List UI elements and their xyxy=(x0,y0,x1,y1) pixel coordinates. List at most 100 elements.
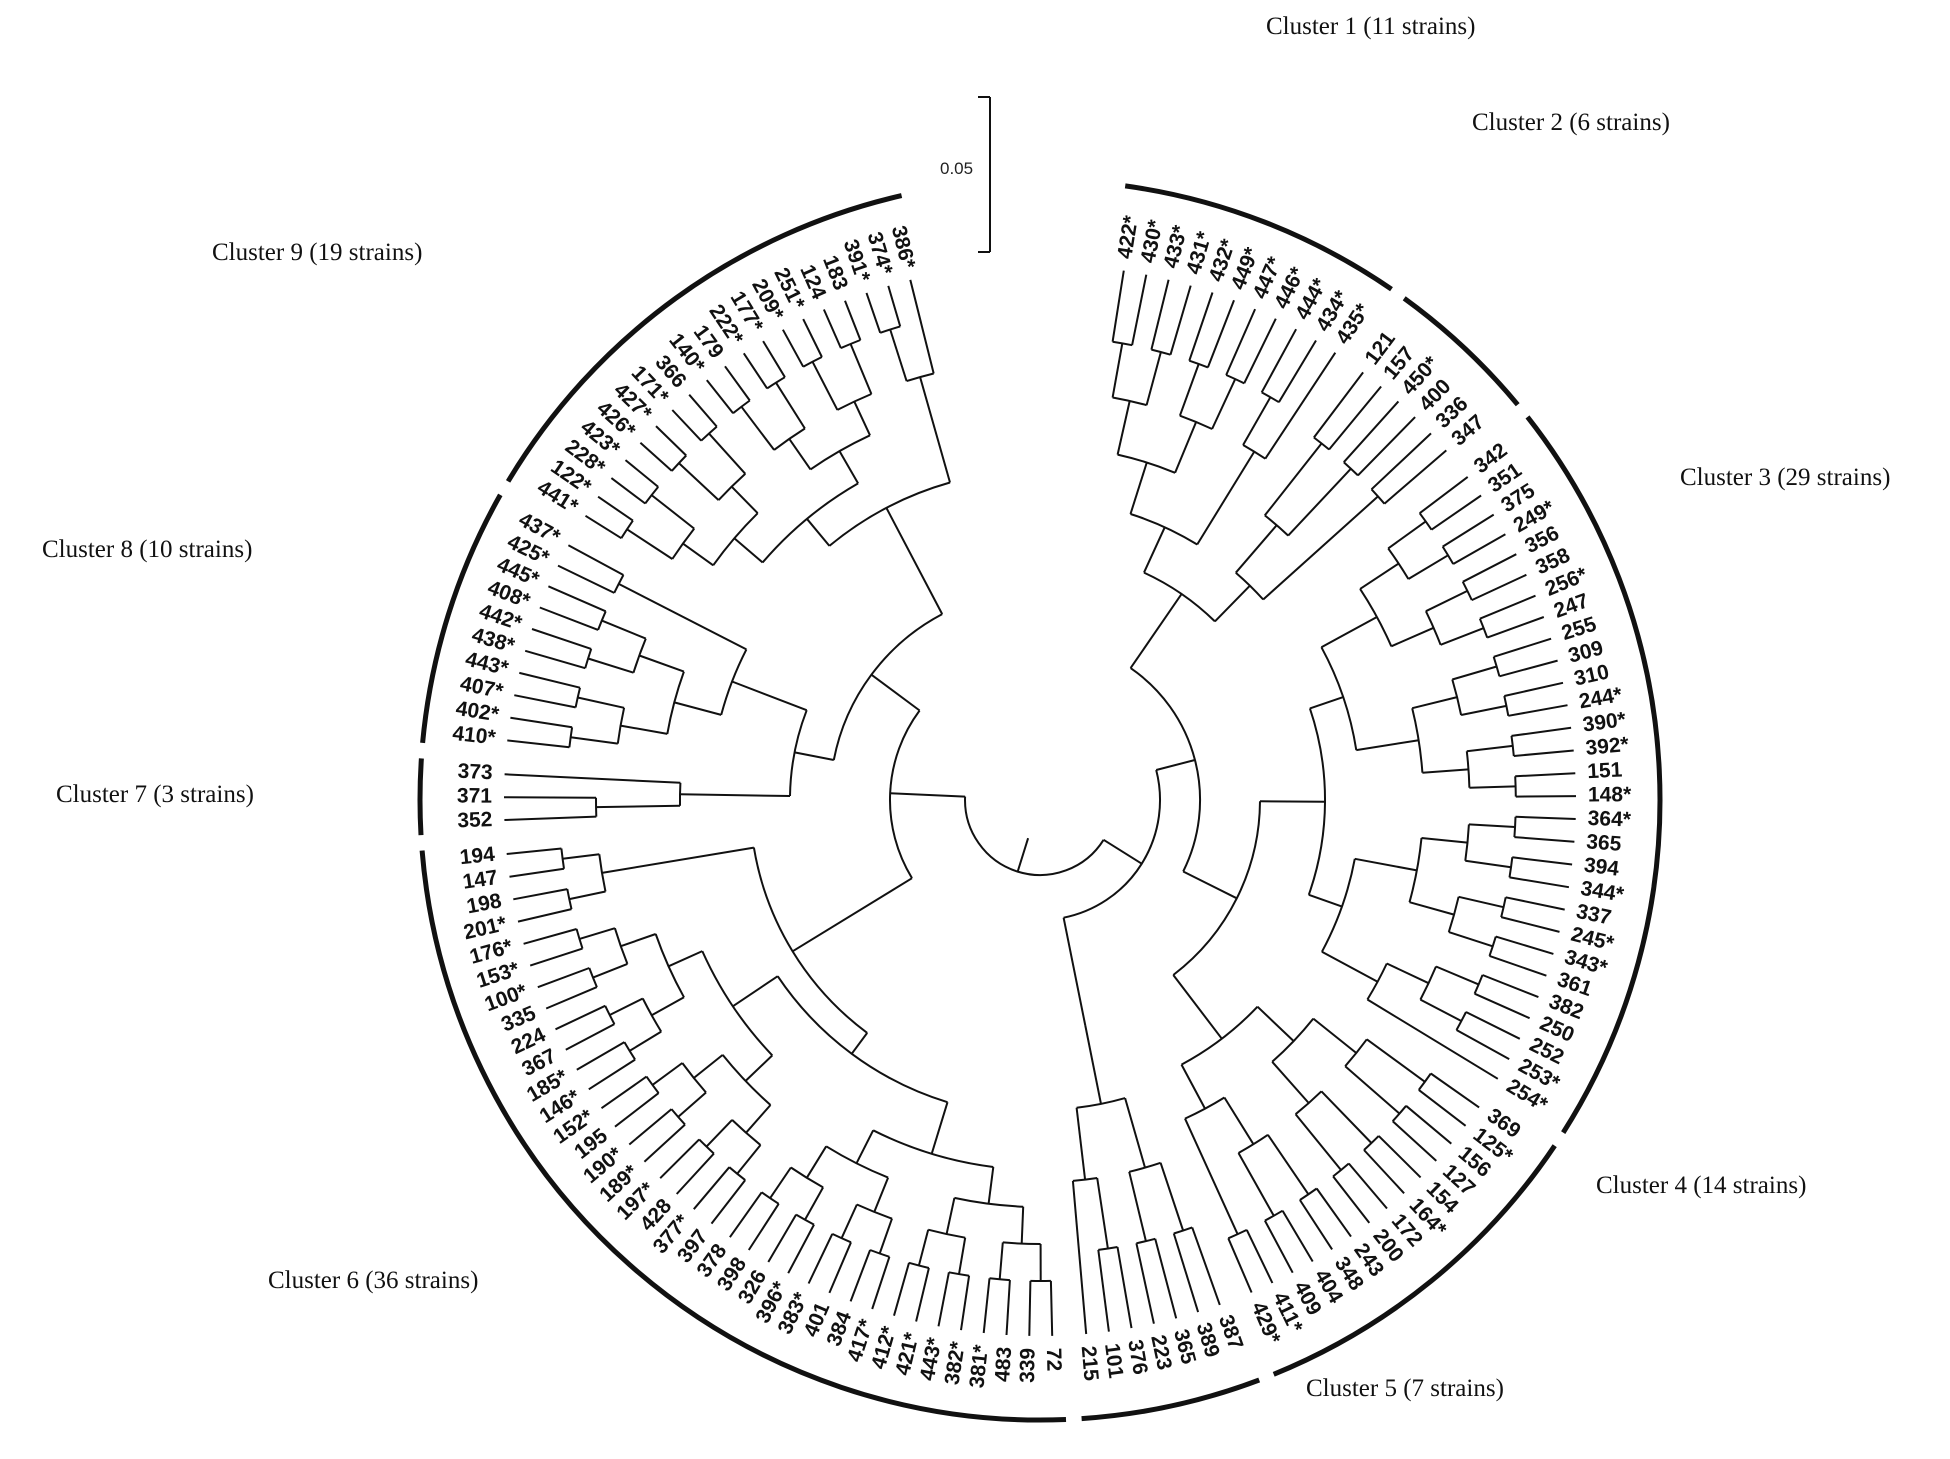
tree-branch-54 xyxy=(1182,870,1238,900)
tree-branch-369 xyxy=(655,425,687,457)
tree-branch-315 xyxy=(596,804,681,809)
tree-branch-211 xyxy=(1020,1206,1025,1244)
tree-branch-104 xyxy=(1308,893,1343,908)
tree-branch-90 xyxy=(1460,704,1507,716)
cluster-arc-6 xyxy=(419,850,1067,1423)
tree-branch-arc-323 xyxy=(666,671,685,735)
tree-branch-196 xyxy=(1096,1177,1109,1249)
tree-branch-3 xyxy=(1155,759,1196,771)
tree-branch-arc-312 xyxy=(789,709,808,797)
tree-branch-82 xyxy=(1356,739,1419,752)
tree-branch-arc-95 xyxy=(1465,751,1471,788)
leaf-label: 151 xyxy=(1587,758,1623,783)
tree-branch-42 xyxy=(1264,442,1323,517)
leaf-label: 410* xyxy=(451,722,497,750)
tree-branch-arc-206 xyxy=(776,975,948,1104)
tree-branch-124 xyxy=(1448,931,1494,948)
tree-branch-356 xyxy=(626,528,673,560)
tree-branch-359 xyxy=(597,495,634,522)
tree-branch-33 xyxy=(1242,396,1272,446)
tree-branch-328 xyxy=(507,739,570,749)
leaf-label: 394 xyxy=(1583,854,1621,881)
tree-branch-304 xyxy=(513,888,568,901)
tree-branch-132 xyxy=(1435,965,1479,986)
tree-branch-171 xyxy=(1315,1187,1352,1238)
tree-branch-299 xyxy=(601,846,755,874)
tree-branch-arc-268 xyxy=(681,1062,707,1094)
tree-branch-192 xyxy=(1154,1238,1178,1319)
tree-branch-89 xyxy=(1499,659,1558,678)
tree-branch-arc-375 xyxy=(809,434,871,471)
tree-branch-239 xyxy=(840,1204,858,1239)
tree-branch-231 xyxy=(855,1129,875,1164)
cluster-label-8: Cluster 8 (10 strains) xyxy=(42,536,252,563)
tree-branch-338 xyxy=(524,649,586,670)
tree-branch-297 xyxy=(529,947,583,967)
tree-branch-arc-274 xyxy=(645,1076,660,1094)
tree-branch-332 xyxy=(514,694,576,709)
leaf-label: 72 xyxy=(1042,1348,1066,1372)
tree-branch-340 xyxy=(601,619,647,640)
tree-branch-163 xyxy=(1348,1162,1388,1210)
tree-branch-66 xyxy=(1419,476,1469,514)
tree-branch-arc-341 xyxy=(597,610,607,631)
tree-branch-108 xyxy=(1421,837,1468,844)
tree-branch-92 xyxy=(1504,681,1564,697)
leaf-label: 194 xyxy=(459,843,496,869)
tree-branch-arc-383 xyxy=(766,376,786,390)
tree-branch-201 xyxy=(890,792,966,798)
cluster-label-4: Cluster 4 (14 strains) xyxy=(1596,1172,1806,1199)
tree-branch-29 xyxy=(1225,308,1257,376)
tree-branch-288 xyxy=(555,1004,606,1031)
tree-branch-313 xyxy=(679,793,791,797)
tree-branch-169 xyxy=(1267,1134,1310,1195)
tree-branch-38 xyxy=(1214,584,1251,623)
tree-branch-77 xyxy=(1471,573,1527,602)
tree-branch-138 xyxy=(1465,1011,1521,1040)
tree-branch-9 xyxy=(1129,462,1148,515)
tree-branch-arc-240 xyxy=(831,1232,852,1244)
tree-branch-25 xyxy=(1188,292,1214,362)
tree-branch-160 xyxy=(1363,1149,1405,1194)
tree-branch-149 xyxy=(1430,1072,1480,1109)
tree-branch-arc-185 xyxy=(1128,1161,1161,1173)
tree-branch-arc-218 xyxy=(989,1277,1010,1282)
tree-branch-301 xyxy=(569,890,606,901)
tree-branch-229 xyxy=(915,1267,930,1322)
tree-branch-283 xyxy=(588,1058,636,1091)
tree-branch-161 xyxy=(1294,1113,1342,1171)
tree-branch-272 xyxy=(628,1108,673,1146)
tree-branch-arc-349 xyxy=(828,481,951,547)
tree-branch-276 xyxy=(600,1075,648,1110)
tree-branch-116 xyxy=(1512,856,1573,866)
leaf-label: 390* xyxy=(1581,708,1628,737)
tree-branch-46 xyxy=(1287,468,1352,537)
tree-branch-50 xyxy=(1262,495,1379,601)
tree-branch-336 xyxy=(587,657,634,674)
tree-branch-arc-321 xyxy=(720,648,748,716)
tree-branch-221 xyxy=(945,1197,956,1235)
tree-branch-arc-254 xyxy=(701,950,774,1057)
tree-branch-344 xyxy=(618,583,747,651)
tree-branch-318 xyxy=(503,796,597,799)
tree-branch-167 xyxy=(1223,1096,1255,1145)
tree-branch-193 xyxy=(1135,1243,1155,1324)
tree-branch-arc-345 xyxy=(613,574,625,594)
tree-branch-53 xyxy=(1383,449,1447,505)
tree-branch-271 xyxy=(643,1123,686,1163)
tree-branch-48 xyxy=(1343,400,1400,463)
tree-branch-122 xyxy=(1505,896,1565,911)
tree-branch-arc-47 xyxy=(1343,461,1359,477)
tree-branch-343 xyxy=(548,585,607,613)
tree-branch-127 xyxy=(1489,954,1547,977)
cluster-label-7: Cluster 7 (3 strains) xyxy=(56,781,254,808)
tree-branch-20 xyxy=(1169,285,1192,355)
tree-branch-23 xyxy=(1178,363,1200,417)
tree-branch-arc-310 xyxy=(832,613,943,761)
tree-branch-86 xyxy=(1452,665,1497,681)
tree-branch-103 xyxy=(1515,795,1577,798)
tree-branch-arc-6 xyxy=(1143,571,1216,623)
tree-branch-58 xyxy=(1309,696,1344,710)
cluster-arc-5 xyxy=(1081,1377,1261,1422)
tree-branch-374 xyxy=(838,450,859,484)
